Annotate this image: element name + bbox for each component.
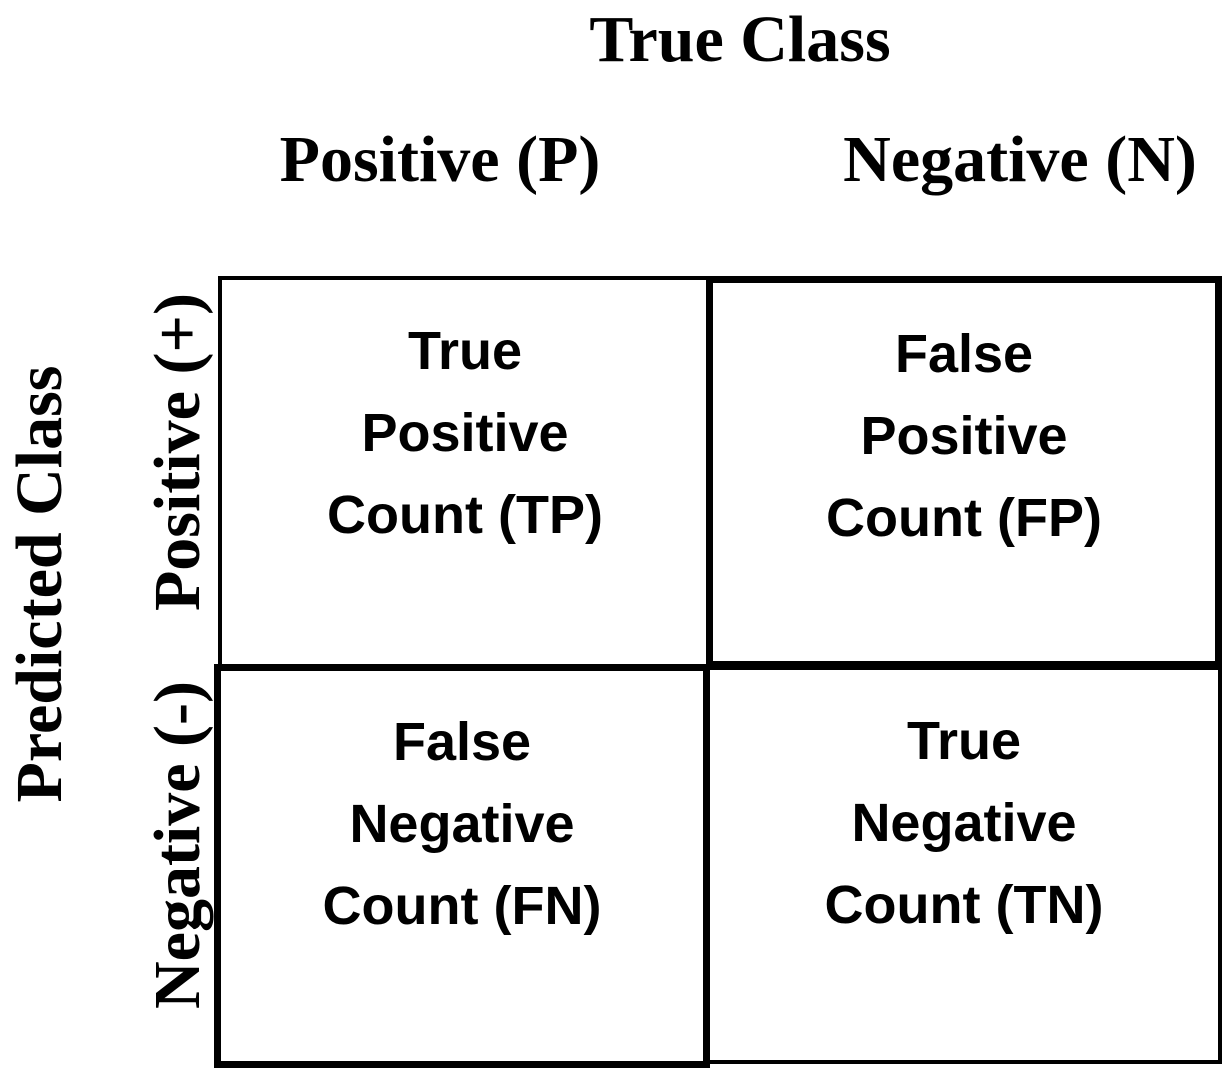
cell-fp-line-3: Count (FP) [826, 488, 1102, 548]
true-class-title: True Class [589, 3, 891, 76]
cell-false-negative: False Negative Count (FN) [214, 664, 710, 1068]
cell-tp-line-2: Positive [361, 403, 569, 463]
row-header-negative: Negative (-) [141, 680, 214, 1010]
cell-tn-line-1: True [906, 711, 1022, 771]
predicted-class-title: Predicted Class [3, 365, 76, 803]
cell-fn-line-2: Negative [349, 794, 575, 854]
cell-fp-line-1: False [894, 324, 1034, 384]
cell-fn-line-3: Count (FN) [322, 876, 602, 936]
cell-true-positive: True Positive Count (TP) [218, 276, 712, 668]
cell-false-positive: False Positive Count (FP) [706, 276, 1222, 668]
cell-fn-line-1: False [392, 712, 532, 772]
column-header-negative: Negative (N) [843, 123, 1197, 196]
cell-tp-line-3: Count (TP) [327, 485, 603, 545]
row-header-positive: Positive (+) [141, 292, 214, 612]
cell-tn-line-3: Count (TN) [824, 875, 1104, 935]
cell-fp-line-2: Positive [860, 406, 1068, 466]
cell-tn-line-2: Negative [851, 793, 1077, 853]
column-header-positive: Positive (P) [279, 123, 601, 196]
cell-tp-line-1: True [407, 321, 523, 381]
cell-true-negative: True Negative Count (TN) [706, 666, 1222, 1064]
